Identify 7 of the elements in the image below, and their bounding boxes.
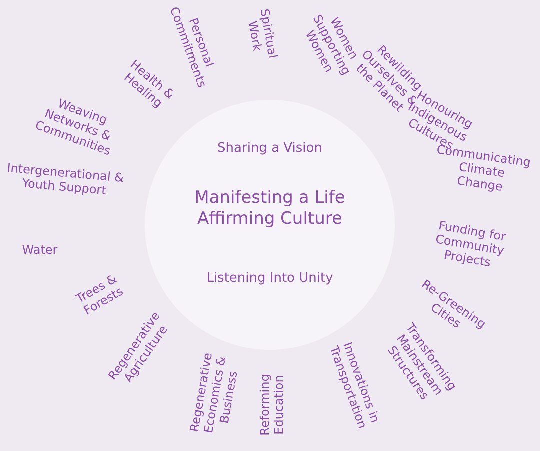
topic-label: Intergenerational & Youth Support [6, 160, 126, 200]
topic-label: Spiritual Work [244, 7, 282, 62]
circle-footer: Listening Into Unity [206, 270, 334, 287]
central-title: Manifesting a Life Affirming Culture [194, 188, 346, 230]
circle-heading: Sharing a Vision [218, 140, 322, 157]
topic-label: Reforming Education [258, 373, 286, 438]
topic-label: Water [21, 243, 59, 257]
